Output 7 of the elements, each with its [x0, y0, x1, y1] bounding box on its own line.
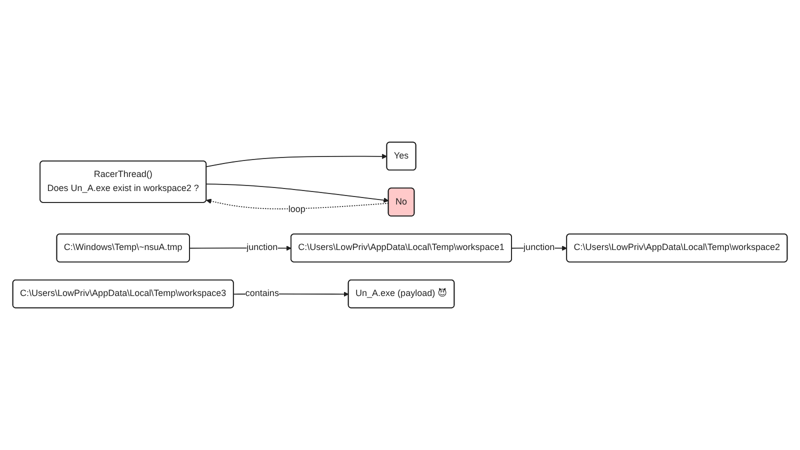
edge-label: junction [524, 242, 555, 253]
arrow [206, 154, 388, 168]
arrow [206, 198, 390, 210]
edge-label: contains [245, 288, 279, 299]
arrow [206, 184, 389, 203]
edge-label: junction [246, 242, 278, 253]
edge-label: loop [288, 204, 306, 214]
